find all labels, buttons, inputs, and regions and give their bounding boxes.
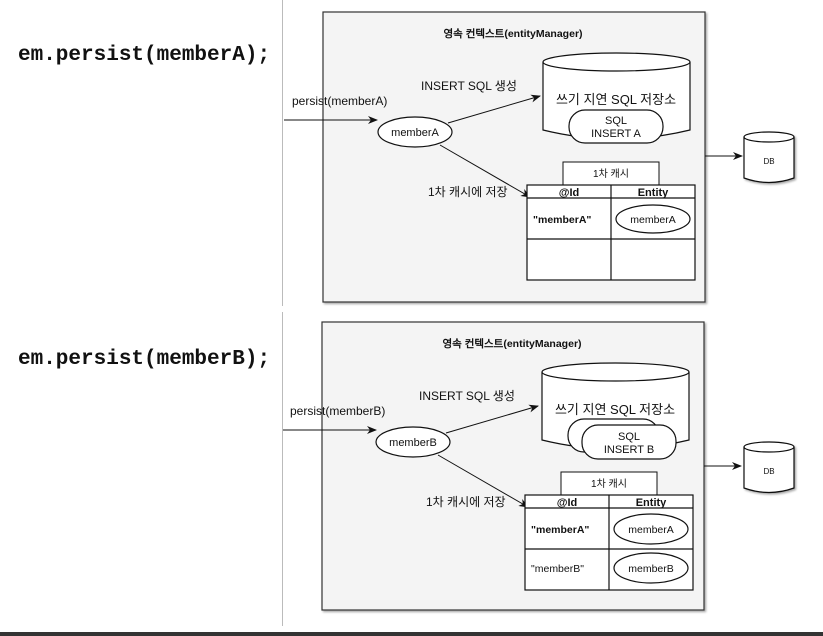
row-entity (613, 513, 689, 545)
db-cylinder (743, 441, 795, 494)
svg-text:memberB: memberB (389, 437, 437, 449)
row-id: "memberA" (533, 214, 591, 226)
save-arrow (437, 454, 529, 508)
svg-text:memberA: memberA (628, 524, 674, 536)
svg-text:SQL: SQL (605, 115, 627, 127)
db-label: DB (763, 157, 774, 166)
db-cylinder (743, 131, 795, 184)
db-label: DB (763, 467, 774, 476)
cache-table: @Id Entity "memberA" memberA (526, 184, 696, 281)
row-entity (615, 204, 691, 234)
svg-text:memberA: memberA (630, 214, 676, 226)
insert-sql-label: INSERT SQL 생성 (419, 389, 515, 403)
context-title: 영속 컨텍스트(entityManager) (442, 337, 581, 350)
insert-sql-label: INSERT SQL 생성 (421, 79, 517, 93)
save-arrow (439, 144, 531, 198)
divider (282, 312, 283, 626)
persist-call-label: persist(memberB) (290, 404, 385, 418)
svg-text:INSERT B: INSERT B (604, 444, 654, 456)
entity-node (377, 116, 453, 148)
svg-text:memberA: memberA (391, 127, 439, 139)
svg-text:1차 캐시: 1차 캐시 (591, 478, 627, 490)
row-id: "memberA" (531, 524, 589, 536)
bottom-bar (0, 632, 823, 636)
persist-call-label: persist(memberA) (292, 94, 387, 108)
save-cache-label: 1차 캐시에 저장 (426, 495, 506, 509)
svg-text:INSERT A: INSERT A (591, 128, 641, 140)
svg-text:Entity: Entity (638, 187, 669, 199)
svg-text:1차 캐시: 1차 캐시 (593, 168, 629, 180)
svg-text:@Id: @Id (559, 187, 580, 199)
cache-table: @Id Entity "memberA" memberA "memberB" m… (524, 494, 694, 591)
svg-text:SQL: SQL (618, 431, 640, 443)
sql-store-label: 쓰기 지연 SQL 저장소 (556, 92, 676, 107)
entity-node (375, 426, 451, 458)
context-title: 영속 컨텍스트(entityManager) (443, 27, 582, 40)
panel-memberA: 영속 컨텍스트(entityManager) 쓰기 지연 SQL 저장소 SQL… (284, 11, 795, 303)
sql-pill (581, 424, 677, 460)
code-persist-memberB: em.persist(memberB); (18, 348, 271, 371)
row-entity (613, 552, 689, 584)
panel-memberB: 영속 컨텍스트(entityManager) 쓰기 지연 SQL 저장소 SQL… (283, 321, 795, 611)
insert-arrow (445, 404, 539, 434)
svg-text:@Id: @Id (557, 497, 578, 509)
code-persist-memberA: em.persist(memberA); (18, 44, 271, 67)
divider (282, 0, 283, 306)
svg-text:memberB: memberB (628, 563, 674, 575)
row-id: "memberB" (531, 563, 584, 575)
save-cache-label: 1차 캐시에 저장 (428, 185, 508, 199)
sql-pill (568, 109, 664, 144)
insert-arrow (447, 94, 541, 124)
sql-store-label: 쓰기 지연 SQL 저장소 (555, 402, 675, 417)
svg-text:Entity: Entity (636, 497, 667, 509)
